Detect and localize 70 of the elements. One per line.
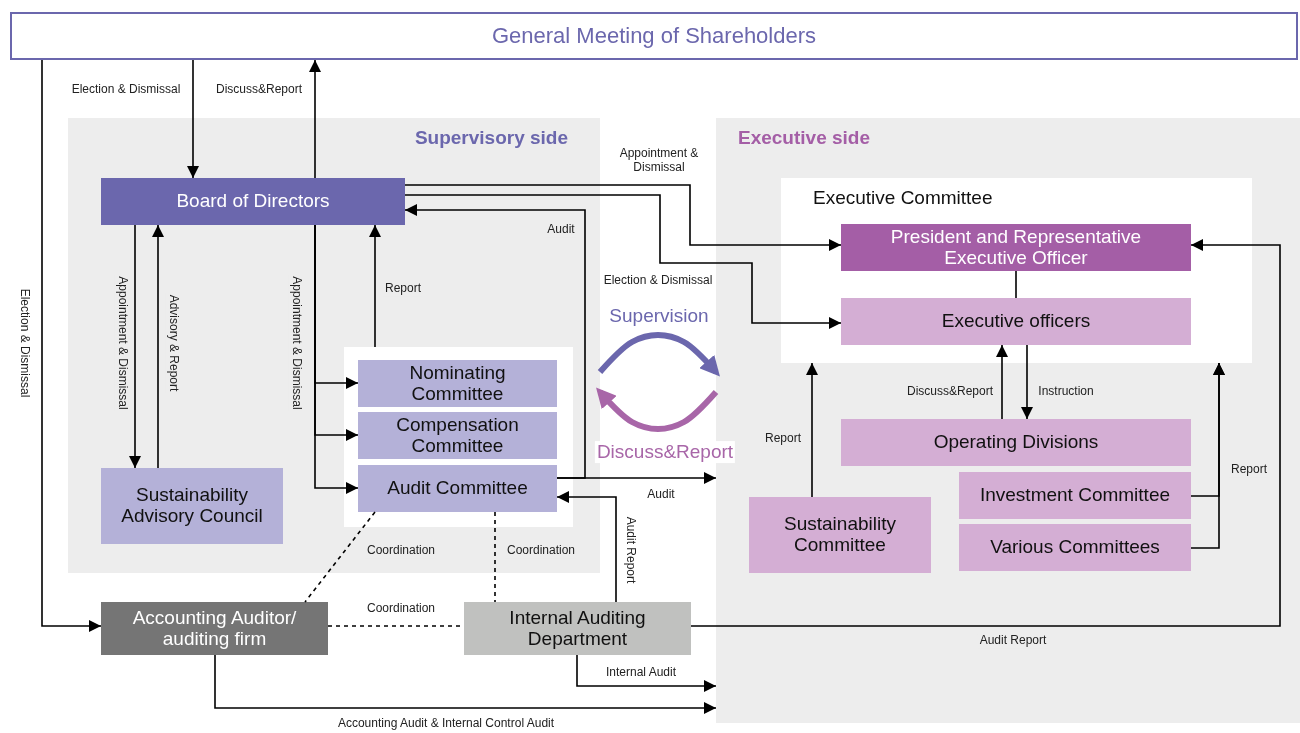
node-label: Executive officers bbox=[940, 311, 1092, 332]
arrow bbox=[996, 344, 1008, 420]
process-box bbox=[358, 412, 557, 459]
arrow bbox=[152, 224, 164, 469]
arrow bbox=[309, 59, 321, 179]
node-label: General Meeting of Shareholders bbox=[490, 24, 818, 48]
process-box bbox=[841, 224, 1191, 271]
arrow bbox=[556, 491, 617, 603]
node-label: Internal Auditing Department bbox=[508, 608, 647, 649]
edge-label: Discuss&Report bbox=[594, 441, 736, 463]
section-heading: Supervisory side bbox=[413, 128, 569, 149]
arrow bbox=[806, 362, 818, 498]
dashed-line bbox=[494, 511, 496, 603]
section-band bbox=[68, 118, 600, 573]
arrow bbox=[1190, 362, 1225, 549]
edge-label: Report bbox=[763, 432, 803, 446]
process-box bbox=[358, 360, 557, 407]
arrow bbox=[597, 332, 720, 377]
edge-label: Discuss&Report bbox=[214, 83, 304, 97]
node-label: Various Committees bbox=[989, 537, 1161, 558]
committee-panel bbox=[344, 347, 573, 527]
process-box bbox=[841, 419, 1191, 466]
arrow bbox=[187, 59, 199, 179]
arrow bbox=[404, 194, 842, 329]
edge-label: Discuss&Report bbox=[905, 385, 995, 399]
arrow bbox=[404, 184, 842, 251]
process-box bbox=[959, 524, 1191, 571]
process-box bbox=[101, 178, 405, 225]
arrow bbox=[314, 224, 359, 494]
arrow bbox=[41, 59, 102, 632]
edge-label: Accounting Audit & Internal Control Audit bbox=[335, 717, 557, 731]
process-box bbox=[101, 468, 283, 544]
node-label: Sustainability Advisory Council bbox=[120, 485, 264, 527]
edge-label: Report bbox=[383, 282, 423, 296]
process-box bbox=[464, 602, 691, 655]
arrow bbox=[369, 224, 381, 348]
node-label: Accounting Auditor/ auditing firm bbox=[131, 608, 298, 649]
node-label: Nominating Committee bbox=[408, 363, 507, 404]
dashed-line bbox=[304, 511, 376, 603]
section-heading: Executive side bbox=[737, 128, 872, 149]
node-label: Board of Directors bbox=[175, 191, 331, 212]
edge-label: Appointment & Dismissal bbox=[289, 274, 303, 412]
edge-label: Appointment & Dismissal bbox=[115, 274, 129, 412]
node-label: Sustainability Committee bbox=[783, 514, 897, 556]
group-box bbox=[781, 178, 1252, 363]
process-box bbox=[841, 298, 1191, 345]
process-box bbox=[749, 497, 931, 573]
edge-label: Audit Report bbox=[623, 514, 637, 586]
node-label: Operating Divisions bbox=[932, 432, 1100, 453]
node-label: Compensation Committee bbox=[395, 415, 520, 456]
process-box bbox=[101, 602, 328, 655]
edge-label: Advisory & Report bbox=[166, 292, 180, 394]
arrow bbox=[129, 224, 141, 469]
arrow bbox=[690, 239, 1281, 627]
arrow bbox=[576, 654, 717, 692]
arrow bbox=[404, 204, 586, 479]
node-label: Audit Committee bbox=[386, 478, 529, 499]
arrow bbox=[556, 472, 717, 484]
edge-label: Report bbox=[1229, 463, 1269, 477]
edge-label: Audit Report bbox=[977, 634, 1049, 648]
arrow bbox=[214, 654, 717, 714]
title-bar bbox=[10, 12, 1298, 60]
arrow bbox=[596, 387, 719, 432]
node-label: Investment Committee bbox=[978, 485, 1172, 506]
section-heading: Executive Committee bbox=[812, 188, 994, 209]
connector-line bbox=[1015, 270, 1017, 299]
node-label: President and Representative Executive Officer bbox=[889, 227, 1143, 268]
arrow bbox=[1021, 344, 1033, 420]
process-box bbox=[959, 472, 1191, 519]
process-box bbox=[358, 465, 557, 512]
